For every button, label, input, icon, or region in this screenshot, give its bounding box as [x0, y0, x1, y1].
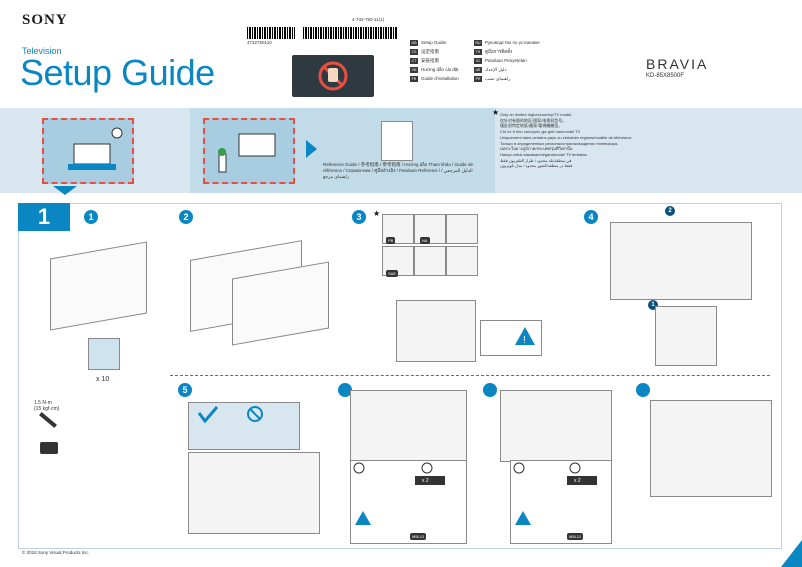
substep-5: 5 — [178, 383, 192, 397]
note-line: Only on limited region/country/TV model. — [500, 112, 573, 117]
series-name: BRAVIA — [646, 56, 709, 72]
screw-count-a: x 2 — [422, 478, 429, 484]
prohibited-small-icon — [247, 406, 263, 422]
note-line: فقط در منطقه/کشور محدود / مدل تلویزیون — [500, 163, 573, 169]
page-title: Setup Guide — [20, 52, 215, 93]
right-arrow-icon — [306, 140, 317, 158]
tilt-tv-illustration-a — [350, 390, 467, 462]
model-number: KD-85X8500F — [646, 73, 685, 79]
substep-4: 4 — [584, 210, 598, 224]
part-code-pb: PB — [386, 237, 396, 244]
note-line: 僅針對特定地區/國家/電視機機型。 — [500, 123, 563, 129]
screw-label-b: M5L12 — [567, 533, 584, 540]
torque-spec: 1.5 N·m {15 kgf·cm} — [34, 400, 60, 412]
screw-label-a: M5L12 — [410, 533, 427, 540]
attach-stand-illustration — [188, 452, 320, 534]
prohibited-icon — [318, 61, 348, 91]
screw-detail-a — [350, 460, 467, 544]
sony-logo: SONY — [22, 12, 68, 28]
substep-2: 2 — [179, 210, 193, 224]
barcode-2 — [303, 27, 398, 39]
barcode-1 — [247, 27, 295, 39]
warning-icon: ! — [515, 327, 535, 346]
star-icon: ★ — [492, 108, 500, 117]
accessory-batteries — [414, 246, 446, 276]
barcode-number: 4732750110 — [247, 40, 272, 45]
accessory-star-icon: ★ — [373, 209, 381, 218]
check-icon — [197, 406, 219, 424]
part-number: 4-732-750-11(1) — [352, 17, 385, 22]
section-divider — [170, 375, 770, 376]
part-code-sae: SAE — [386, 270, 399, 277]
stand-tv-upright-illustration — [650, 400, 772, 497]
accessory-manual — [414, 214, 446, 244]
down-arrow-icon — [53, 186, 77, 195]
note-line: เฉพาะในบางภูมิภาค/ประเทศ/รุ่นทีวีเท่านั้… — [500, 146, 573, 152]
tilt-tv-illustration-b — [500, 390, 612, 462]
part-code-na: NA — [420, 237, 430, 244]
lift-tv-from-box-illustration — [610, 222, 752, 300]
remove-cushion-illustration — [655, 306, 717, 366]
page-corner — [781, 540, 802, 567]
substep-3: 3 — [352, 210, 366, 224]
accessory-screws — [446, 246, 478, 276]
note-line: Hanya untuk kawasan/negara/model TV terb… — [500, 151, 588, 157]
region-note: Only on limited region/country/TV model.… — [500, 112, 650, 169]
no-touch-screen-illustration — [292, 55, 374, 97]
substep-7 — [483, 383, 497, 397]
svg-text:!: ! — [523, 335, 526, 346]
toolbox-icon — [40, 442, 58, 454]
screw-count-b: x 2 — [574, 478, 581, 484]
tv-in-tray-illustration — [396, 300, 476, 362]
substep-6 — [338, 383, 352, 397]
caution-detail: ! — [480, 320, 542, 356]
clip-count: x 10 — [96, 376, 110, 383]
tv-in-room-icon — [68, 127, 123, 170]
product-category: Television — [22, 46, 62, 56]
reference-guide-label: Reference Guide / 参考指南 / 參考指南 / Hướng dẫ… — [323, 162, 473, 179]
note-line: Chỉ có ở khu vực/quốc gia giới hạn/model… — [500, 129, 581, 135]
substep-8 — [636, 383, 650, 397]
clip-detail-illustration — [88, 338, 120, 370]
note-line: Только в определенных регионах/странах/м… — [500, 140, 619, 146]
wall-tv-icon — [218, 133, 276, 173]
step4-substep-1: 1 — [648, 300, 658, 310]
note-line: 仅针对有限的地区/国家/电视机型号。 — [500, 117, 567, 123]
reference-guide-booklet — [381, 121, 413, 161]
screw-detail-b — [510, 460, 612, 544]
room-illustration-1 — [42, 118, 134, 184]
copyright: © 2018 Sony Visual Products Inc. — [22, 550, 90, 555]
room-illustration-2 — [203, 118, 295, 184]
substep-1: 1 — [84, 210, 98, 224]
step4-substep-2: 2 — [665, 206, 675, 216]
accessories-grid — [382, 214, 478, 276]
main-step-number: 1 — [18, 203, 70, 231]
note-line: في منطقة/بلد محدود / طراز التلفزيون فقط — [500, 157, 572, 163]
note-line: Uniquement dans certains pays ou certain… — [500, 134, 633, 140]
accessory-cable — [446, 214, 478, 244]
correct-incorrect-handling — [188, 402, 300, 450]
